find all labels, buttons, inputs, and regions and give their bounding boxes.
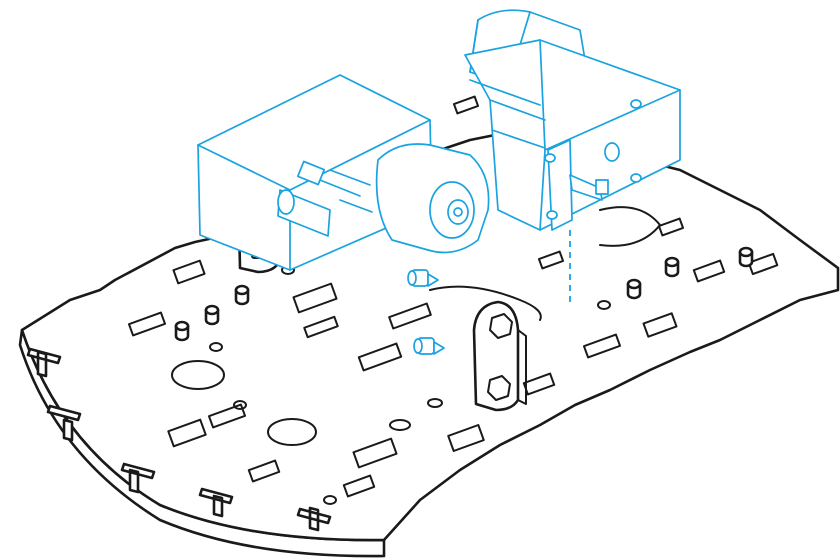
caster-peg <box>198 487 234 518</box>
small-hole <box>597 300 611 310</box>
slot <box>447 424 485 452</box>
peg-top <box>738 246 754 258</box>
peg-top <box>664 256 680 268</box>
slot <box>127 311 167 337</box>
slot <box>292 282 338 314</box>
small-hole <box>427 398 443 408</box>
slot <box>657 217 685 237</box>
plate-slots <box>127 95 779 498</box>
chassis-plate <box>18 95 840 558</box>
slot <box>537 250 565 270</box>
small-hole <box>209 342 223 352</box>
end-cap <box>547 139 573 231</box>
caster-peg <box>296 506 332 532</box>
hex-nut <box>489 313 513 339</box>
slot <box>167 418 207 448</box>
caster-peg <box>26 347 62 378</box>
slot <box>452 95 480 115</box>
gear-motor-left <box>197 74 490 271</box>
hex-nut <box>487 375 511 401</box>
slot <box>352 437 398 469</box>
slot <box>342 474 376 498</box>
small-hole <box>323 495 337 505</box>
mount-screws <box>407 269 445 355</box>
caster-peg <box>46 404 82 442</box>
slot <box>247 459 281 483</box>
screw <box>407 269 439 287</box>
peg-top <box>626 278 642 290</box>
slot <box>207 403 247 429</box>
motor-mount-bracket-right <box>472 300 527 412</box>
slot <box>747 252 779 276</box>
shaft-collar <box>296 160 326 186</box>
large-hole <box>171 360 225 390</box>
output-shaft <box>569 174 603 201</box>
peg-top <box>234 284 250 296</box>
caster-pegs <box>26 347 332 532</box>
slot <box>692 259 726 283</box>
large-hole <box>267 418 317 446</box>
slot <box>582 333 622 359</box>
cable-channel <box>429 285 542 321</box>
small-hole <box>233 400 247 410</box>
small-hole <box>389 419 411 431</box>
gear-motor-right <box>464 9 681 305</box>
screw <box>413 337 445 355</box>
peg-top <box>174 320 190 332</box>
chassis-plate-top <box>20 128 840 542</box>
plate-holes <box>171 265 611 505</box>
slot <box>357 342 403 372</box>
peg-top <box>204 304 220 316</box>
slot <box>303 315 339 339</box>
slot <box>642 312 678 338</box>
slot <box>172 259 206 285</box>
caster-peg <box>120 462 156 494</box>
plate-pegs <box>174 246 754 342</box>
slot <box>388 302 432 330</box>
